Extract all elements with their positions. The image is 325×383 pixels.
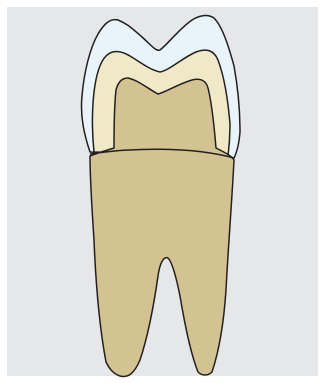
tooth-diagram-stage [0, 0, 325, 383]
tooth-cross-section-diagram [0, 0, 325, 383]
